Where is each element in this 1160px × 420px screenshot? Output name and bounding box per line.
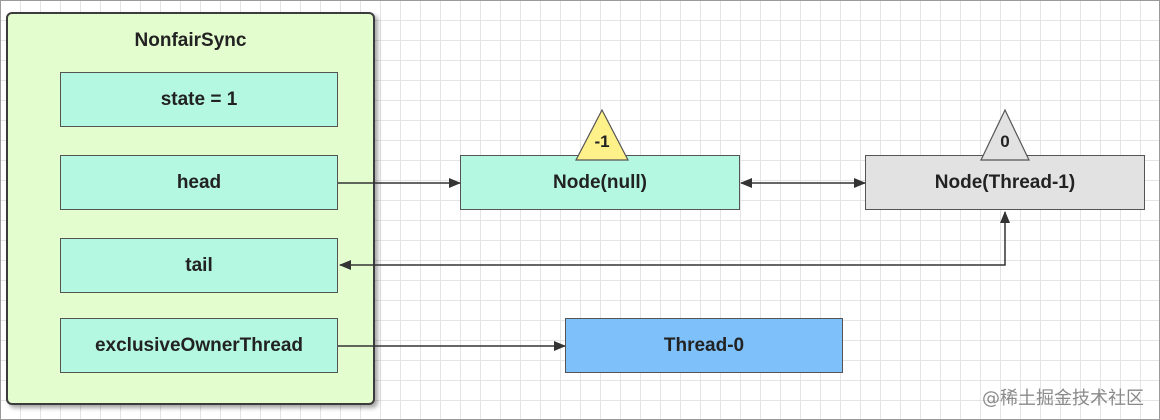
node-thread-1: Node(Thread-1) <box>865 155 1145 210</box>
wait-status-triangle-zero <box>980 108 1030 161</box>
tail-to-node-thread1-link <box>339 211 1010 270</box>
node-null: Node(null) <box>460 155 740 210</box>
wait-status-label-minus1: -1 <box>594 132 610 151</box>
nonfairsync-title: NonfairSync <box>134 30 247 51</box>
tail-field: tail <box>60 238 338 293</box>
watermark-text: @稀土掘金技术社区 <box>982 388 1144 409</box>
wait-status-label-zero: 0 <box>1000 132 1010 151</box>
wait-status-triangle-minus1 <box>575 108 629 161</box>
exclusive-owner-thread-field: exclusiveOwnerThread <box>60 318 338 373</box>
thread-0-box: Thread-0 <box>565 318 843 373</box>
state-field: state = 1 <box>60 72 338 127</box>
head-field: head <box>60 155 338 210</box>
